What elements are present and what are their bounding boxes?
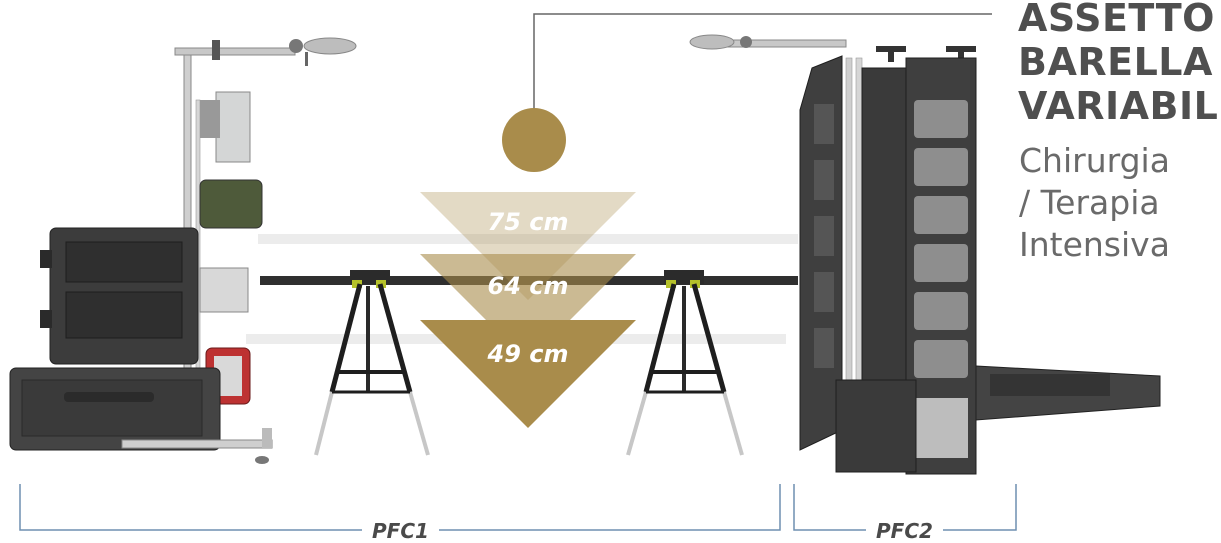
title-line-3: VARIABILE <box>1018 84 1221 128</box>
height-label-64: 64 cm <box>487 272 569 300</box>
subtitle-line-3: Intensiva <box>1019 225 1170 264</box>
pfc2-unit <box>689 34 1161 475</box>
pfc1-unit <box>9 37 357 464</box>
height-triangle-64 <box>420 254 636 362</box>
subtitle-line-2: / Terapia <box>1019 183 1160 222</box>
title-line-1: ASSETTO <box>1018 0 1215 40</box>
title-pointer-line <box>533 13 992 112</box>
height-triangle-49 <box>420 320 636 428</box>
height-label-75: 75 cm <box>487 208 569 236</box>
height-label-49: 49 cm <box>487 340 569 368</box>
subtitle-line-1: Chirurgia <box>1019 141 1170 180</box>
pfc2-label: PFC2 <box>866 519 943 543</box>
trestle-left <box>314 270 430 456</box>
title-line-2: BARELLA <box>1018 40 1213 84</box>
trestle-right <box>626 270 744 456</box>
height-triangle-75 <box>420 192 636 300</box>
pfc1-label: PFC1 <box>362 519 439 543</box>
stretcher-top-ghost <box>258 234 798 244</box>
accent-dot <box>502 108 566 172</box>
